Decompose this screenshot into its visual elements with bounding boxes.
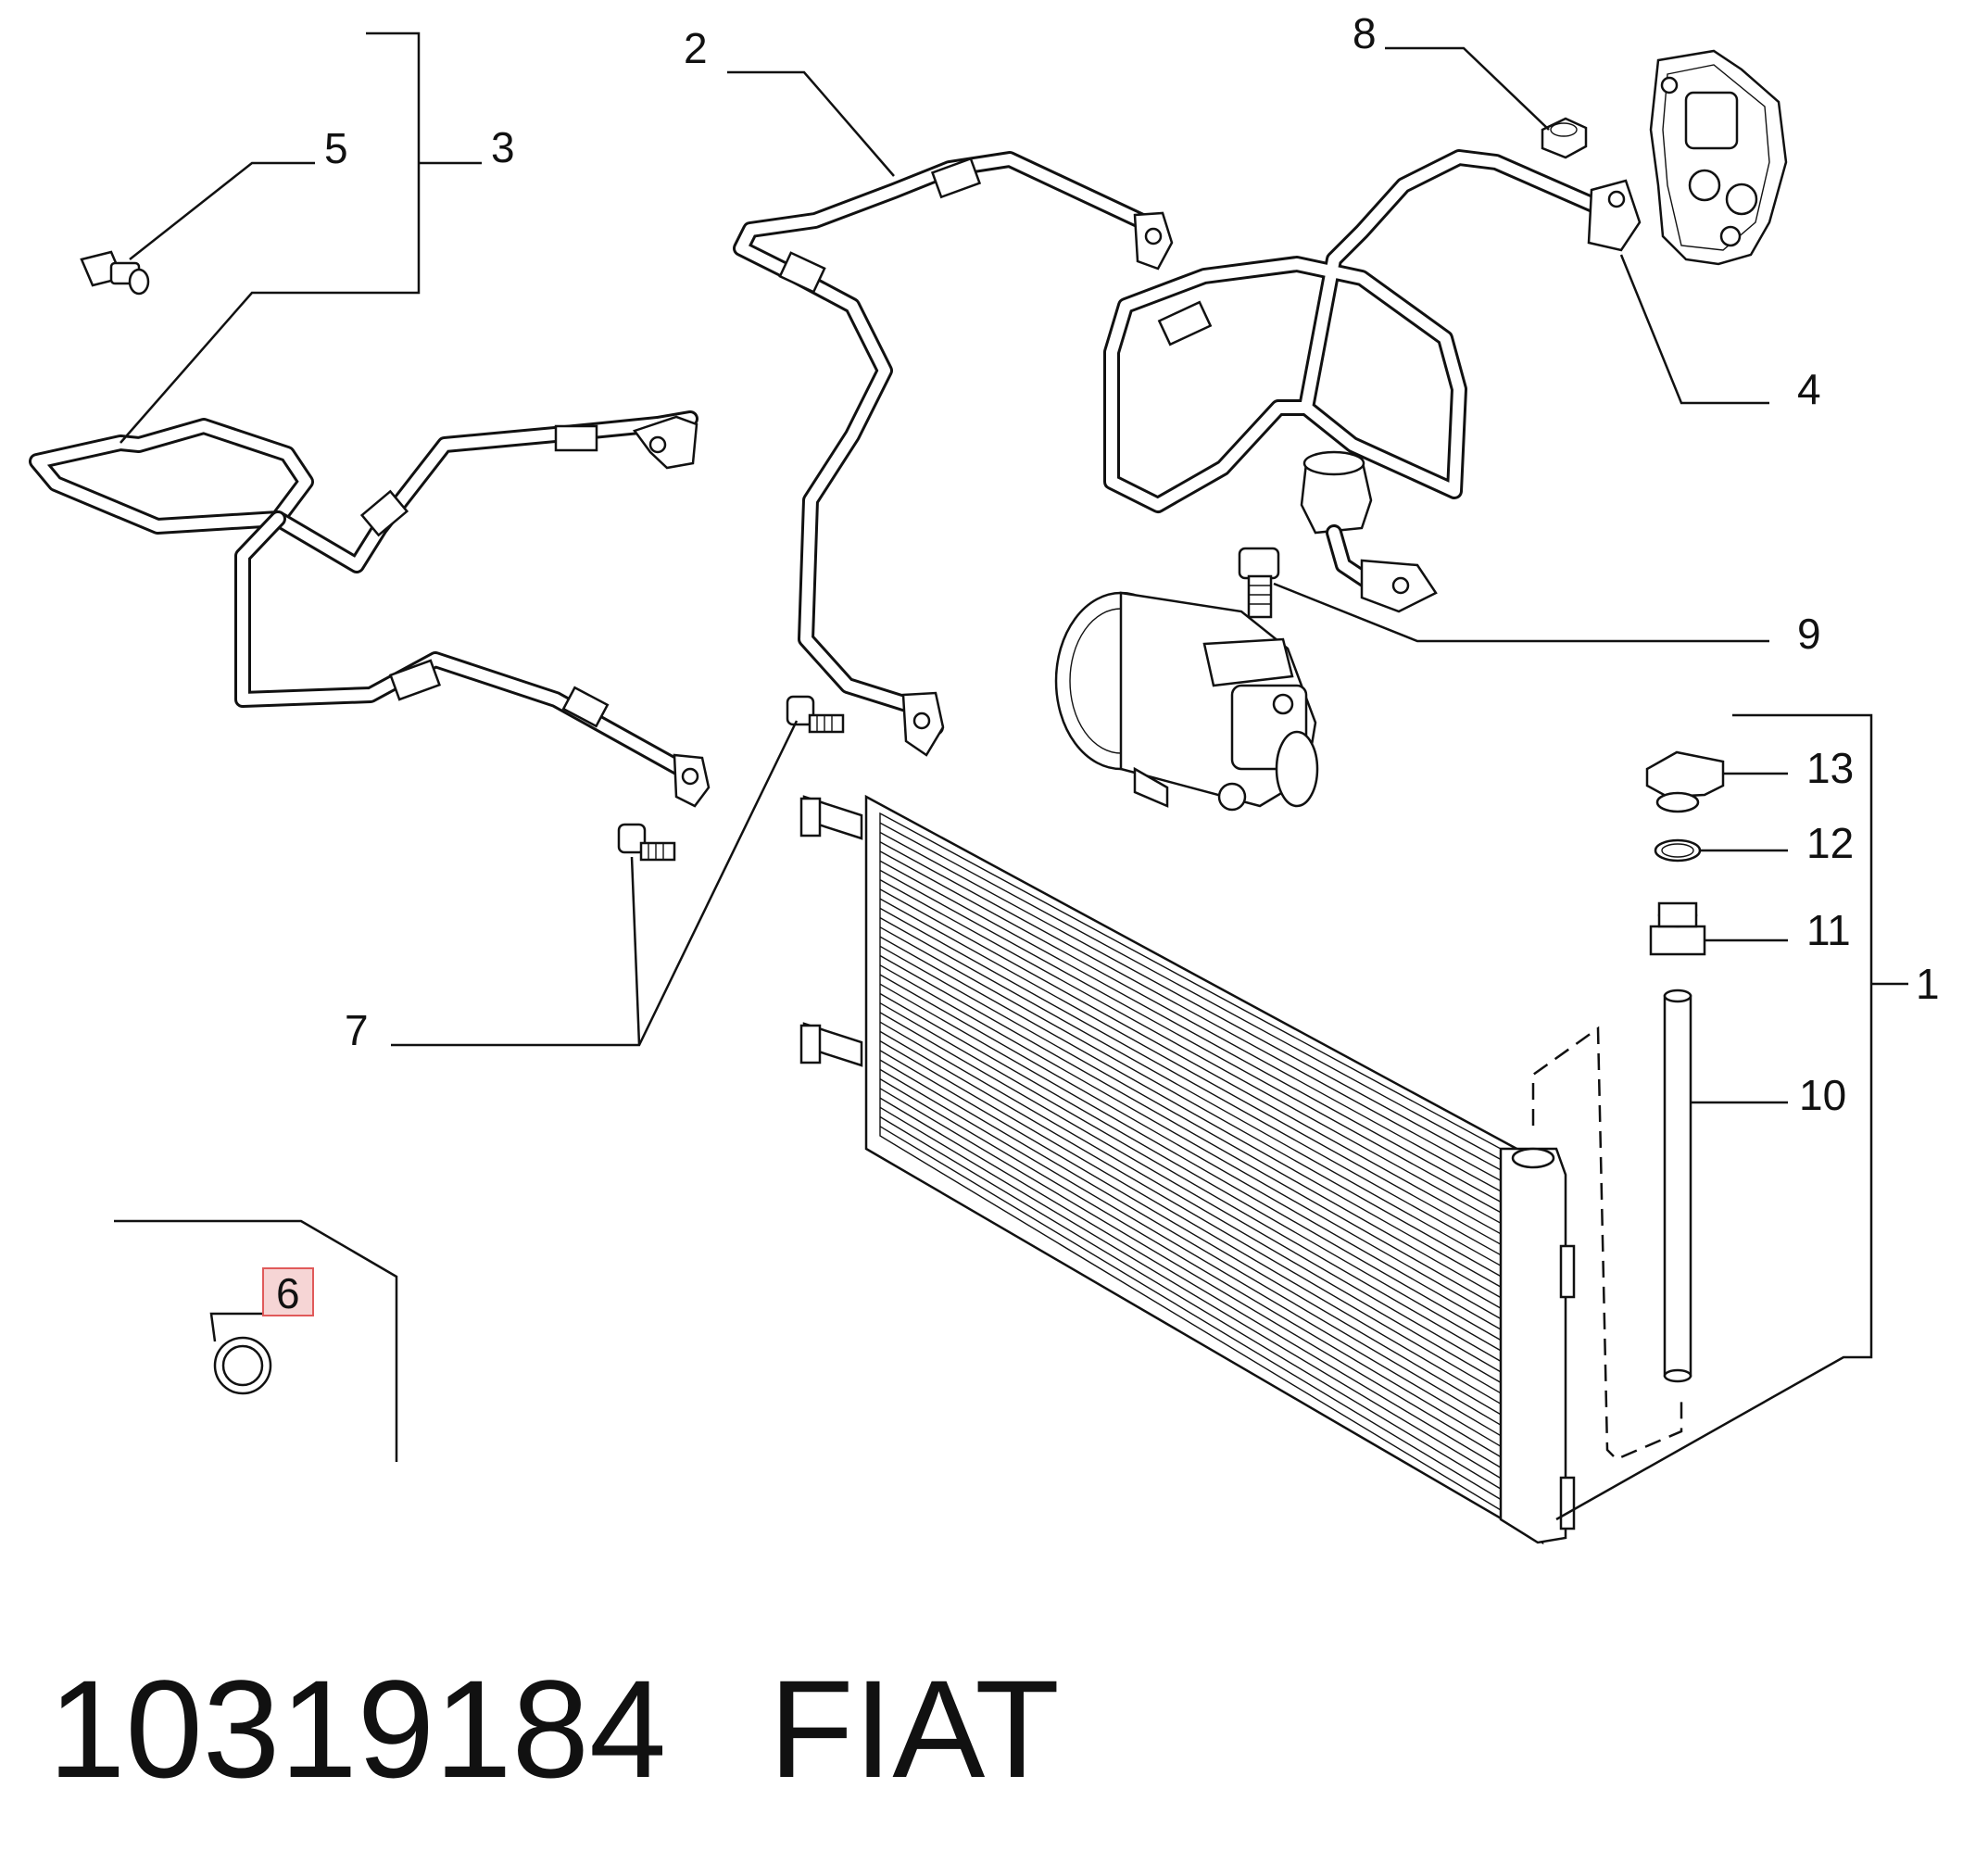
pipe-assembly-center bbox=[733, 151, 1174, 757]
drier-cartridge-10 bbox=[1663, 989, 1692, 1383]
condenser-fin bbox=[879, 1106, 1502, 1480]
o-ring-12 bbox=[1654, 838, 1702, 863]
condenser-fin bbox=[879, 1021, 1502, 1384]
callout-2[interactable]: 2 bbox=[684, 24, 708, 72]
cap-13 bbox=[1645, 750, 1725, 813]
pipe-assembly-left bbox=[29, 410, 711, 808]
leader-lines bbox=[114, 31, 1908, 1521]
condenser-fin bbox=[879, 1077, 1502, 1447]
condenser-fin bbox=[879, 1088, 1502, 1458]
nut-8 bbox=[1541, 117, 1588, 159]
plug-11 bbox=[1649, 901, 1706, 956]
condenser-fin bbox=[879, 822, 1502, 1161]
condenser-fin bbox=[879, 841, 1502, 1182]
callout-7[interactable]: 7 bbox=[345, 1006, 369, 1054]
condenser-fin bbox=[879, 878, 1502, 1224]
bolt-9 bbox=[1238, 547, 1280, 619]
condenser-fin bbox=[879, 992, 1502, 1352]
part-number: 10319184 bbox=[48, 1651, 666, 1807]
bolt-7a bbox=[786, 695, 845, 734]
condenser-fin bbox=[879, 869, 1502, 1214]
callout-13[interactable]: 13 bbox=[1806, 744, 1854, 792]
condenser-fin bbox=[879, 831, 1502, 1171]
condenser-fin bbox=[879, 983, 1502, 1341]
condenser-fin bbox=[879, 1030, 1502, 1394]
condenser-fin bbox=[879, 1012, 1502, 1373]
condenser-fin bbox=[879, 1039, 1502, 1404]
brand-name: FIAT bbox=[769, 1651, 1060, 1807]
highlight-box-6 bbox=[262, 1267, 314, 1316]
callout-6[interactable]: 6 bbox=[276, 1269, 300, 1317]
condenser-fins bbox=[879, 822, 1502, 1501]
condenser-fin bbox=[879, 907, 1502, 1256]
condenser-core bbox=[799, 794, 1576, 1545]
pipe-assembly-right bbox=[1103, 149, 1642, 613]
callout-9[interactable]: 9 bbox=[1797, 610, 1821, 658]
callout-10[interactable]: 10 bbox=[1799, 1071, 1846, 1119]
ac-compressor bbox=[1054, 591, 1319, 812]
condenser-fin bbox=[879, 860, 1502, 1203]
callout-labels: 1 2 3 4 5 6 7 8 9 10 11 12 13 bbox=[276, 9, 1940, 1317]
pressure-switch-5 bbox=[80, 250, 150, 296]
condenser-fin bbox=[879, 945, 1502, 1299]
condenser-fin bbox=[879, 1050, 1502, 1416]
callout-11[interactable]: 11 bbox=[1806, 906, 1851, 954]
condenser-fin bbox=[879, 1068, 1502, 1437]
callout-1[interactable]: 1 bbox=[1916, 960, 1940, 1008]
o-ring-6 bbox=[213, 1336, 272, 1395]
condenser-fin bbox=[879, 974, 1502, 1330]
condenser-fin bbox=[879, 1126, 1502, 1501]
callout-8[interactable]: 8 bbox=[1353, 9, 1377, 57]
condenser-fin bbox=[879, 1002, 1502, 1363]
condenser-fin bbox=[879, 1115, 1502, 1490]
condenser-fin bbox=[879, 1059, 1502, 1426]
callout-12[interactable]: 12 bbox=[1806, 819, 1854, 867]
condenser-fin bbox=[879, 954, 1502, 1309]
condenser-fin bbox=[879, 916, 1502, 1266]
callout-3[interactable]: 3 bbox=[491, 123, 515, 171]
condenser-fin bbox=[879, 898, 1502, 1245]
condenser-fin bbox=[879, 936, 1502, 1288]
callout-4[interactable]: 4 bbox=[1797, 365, 1821, 413]
callout-5[interactable]: 5 bbox=[324, 124, 348, 172]
condenser-fin bbox=[879, 888, 1502, 1235]
condenser-fin bbox=[879, 964, 1502, 1320]
condenser-fin bbox=[879, 926, 1502, 1278]
condenser-fin bbox=[879, 1097, 1502, 1468]
gasket-plate bbox=[1649, 49, 1788, 266]
bolt-7b bbox=[617, 823, 676, 862]
condenser-fin bbox=[879, 850, 1502, 1192]
